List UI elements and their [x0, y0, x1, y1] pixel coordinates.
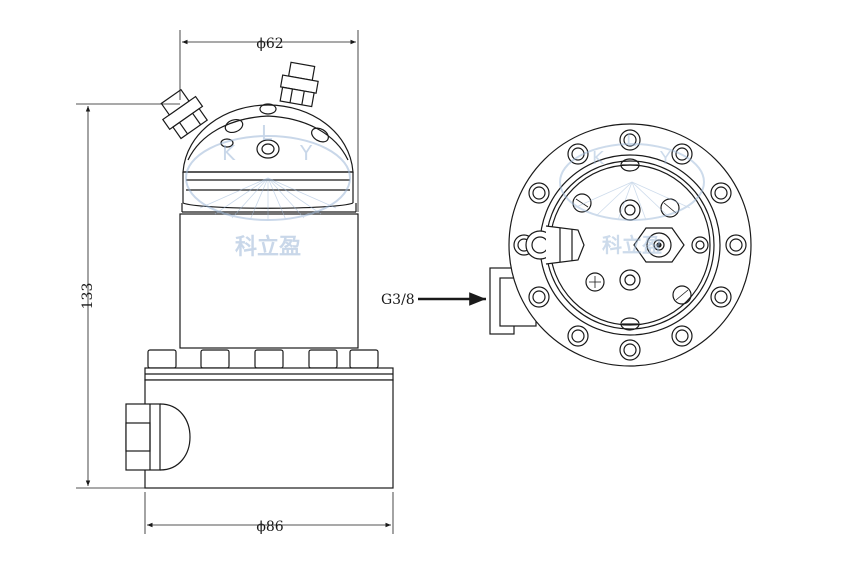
outer-flange [508, 123, 752, 367]
watermark-right: K L Y 科立盈 [559, 130, 705, 257]
watermark-left-letter-l: L [261, 121, 273, 145]
side-view [125, 61, 394, 489]
dimension-lines [76, 30, 394, 534]
flange-bolt-holes [513, 129, 747, 361]
top-view [489, 123, 752, 367]
watermark-left-letter-k: K [222, 141, 236, 165]
cylinder-body [179, 213, 359, 349]
angled-fitting-left [160, 88, 209, 140]
watermark-right-chinese: 科立盈 [602, 233, 662, 257]
hex-fitting-left [525, 225, 585, 265]
inner-ports [572, 158, 709, 331]
hex-fitting-center [633, 227, 685, 263]
watermark-right-letter-y: Y [659, 148, 672, 169]
watermark-left-chinese: 科立盈 [235, 234, 301, 260]
dome-cap [181, 103, 357, 213]
height-label: 133 [80, 283, 96, 310]
watermark-left-letter-y: Y [299, 141, 313, 165]
side-port [125, 403, 191, 471]
port-callout-label: G3/8 [381, 292, 415, 308]
watermark-right-letter-l: L [626, 130, 636, 151]
watermark-right-letter-k: K [592, 148, 605, 169]
bottom-diameter-label: ϕ86 [256, 519, 283, 535]
watermark-left: K L Y 科立盈 [185, 121, 351, 260]
port-callout: G3/8 [381, 292, 486, 308]
top-diameter-label: ϕ62 [256, 36, 283, 52]
bolt-heads [147, 349, 379, 369]
top-fitting-right [279, 61, 319, 108]
